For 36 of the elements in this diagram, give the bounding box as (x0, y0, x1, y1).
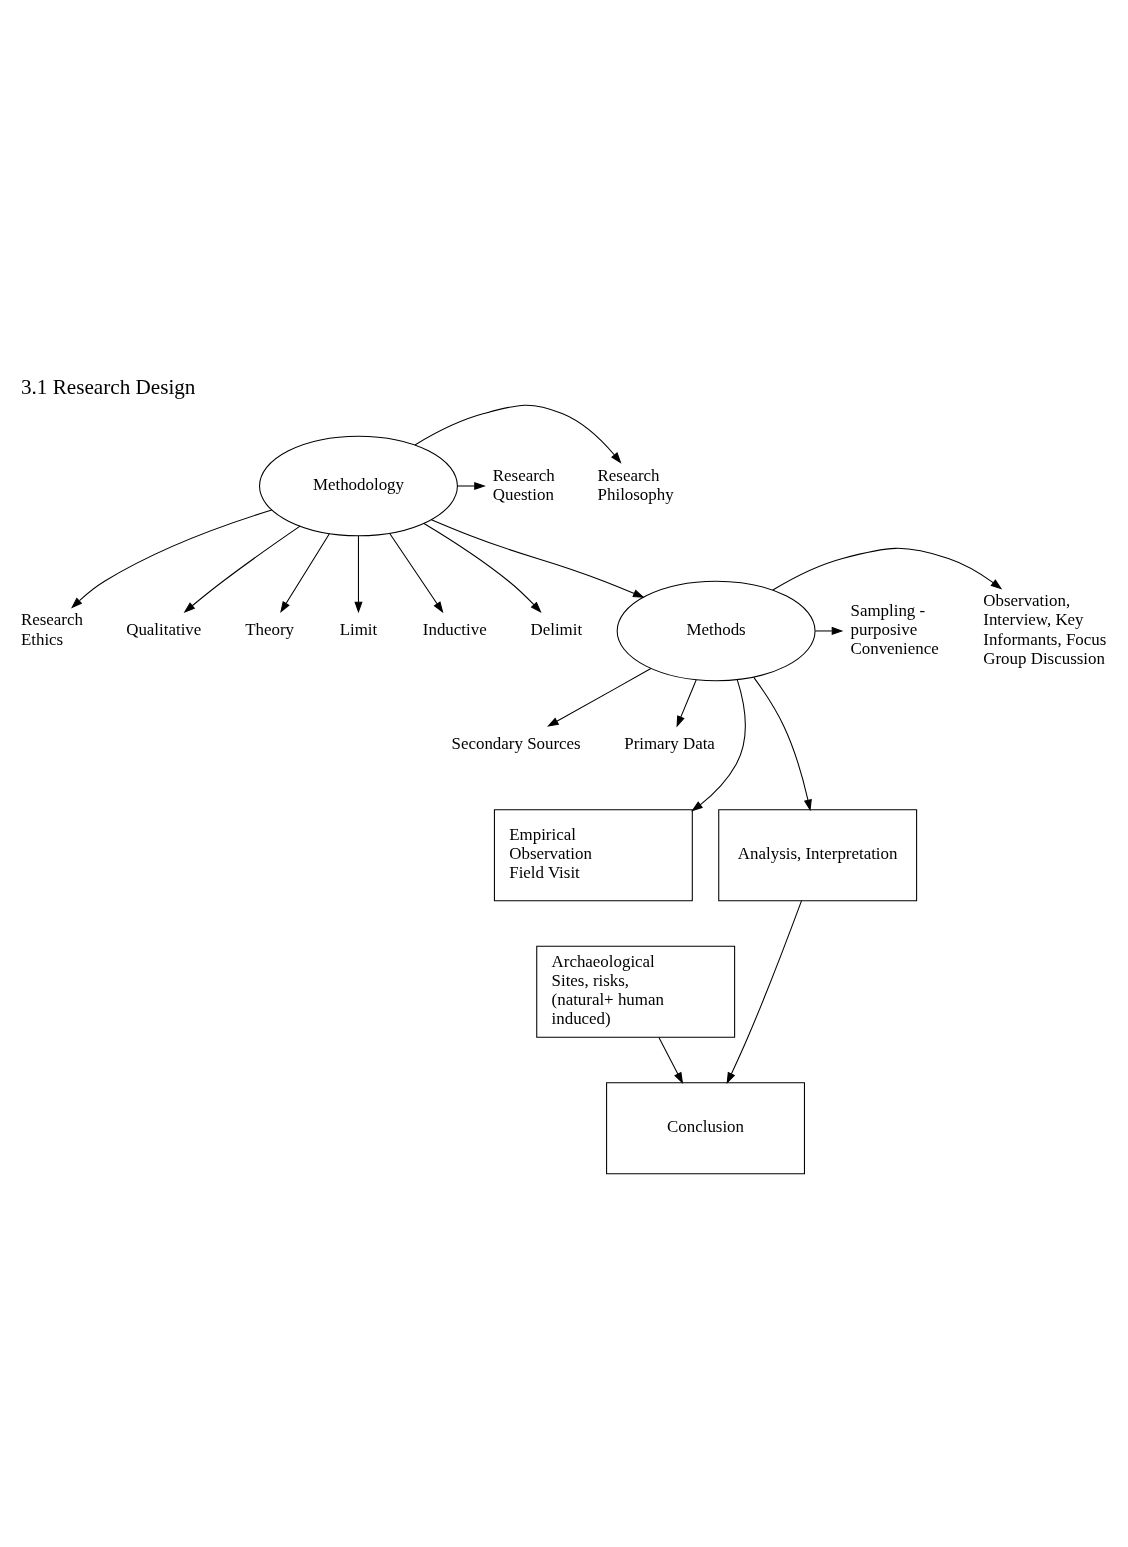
arrow (676, 679, 697, 728)
node-text: Research Question (492, 465, 555, 504)
node-text: Theory (245, 619, 294, 639)
node-box: Archaeological Sites, risks, (natural+ human induced) (536, 945, 736, 1038)
arrow (691, 679, 746, 812)
arrow (753, 676, 812, 812)
node-text: Secondary Sources (451, 734, 581, 754)
diagram-title: 3.1 Research Design (20, 375, 196, 400)
node-ellipse: Methodology (259, 435, 458, 537)
node-box: Conclusion (606, 1082, 805, 1175)
node-text: Research Philosophy (597, 465, 674, 504)
arrow (71, 509, 273, 609)
arrow (430, 519, 645, 598)
arrow (658, 1037, 684, 1085)
node-text: Inductive (422, 619, 487, 639)
arrow (772, 547, 1003, 591)
arrow (389, 532, 444, 614)
node-text: Limit (339, 619, 378, 639)
arrow (183, 525, 301, 613)
node-text: Sampling - purposive Convenience (850, 600, 939, 659)
arrow (354, 535, 363, 614)
node-box: Analysis, Interpretation (718, 809, 918, 902)
arrow (814, 626, 844, 636)
arrow (414, 404, 622, 464)
arrow (456, 481, 486, 491)
node-text: Research Ethics (20, 610, 83, 649)
node-ellipse: Methods (616, 580, 816, 682)
node-box: Empirical Observation Field Visit (493, 809, 693, 902)
arrow (726, 900, 802, 1085)
node-text: Primary Data (624, 734, 715, 754)
arrow (547, 668, 652, 727)
arrow (280, 533, 330, 613)
node-text: Delimit (530, 619, 583, 639)
arrow (423, 522, 542, 613)
node-text: Qualitative (126, 619, 202, 639)
node-text: Observation, Interview, Key Informants, Focus Group Discussion (983, 591, 1107, 668)
